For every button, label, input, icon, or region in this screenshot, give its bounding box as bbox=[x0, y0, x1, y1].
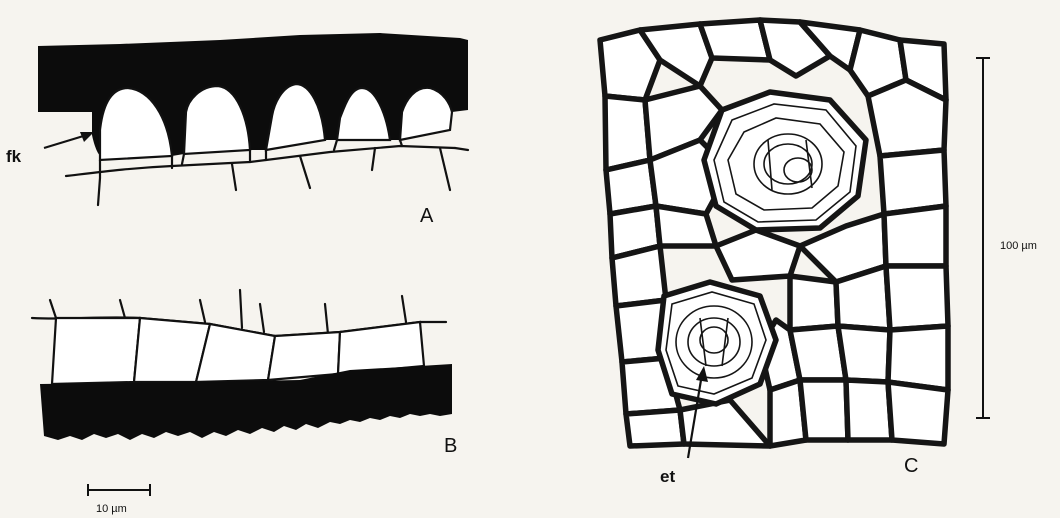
scale-bar-small-label: 10 µm bbox=[96, 503, 127, 515]
scale-bar-large-label: 100 µm bbox=[1000, 240, 1037, 252]
scale-bar-large: 100 µm bbox=[976, 58, 1037, 418]
panel-a-fk-callout: fk bbox=[6, 132, 94, 166]
panel-b-letter: B bbox=[444, 435, 457, 457]
et-label: et bbox=[660, 467, 675, 486]
panel-a-drawing bbox=[38, 33, 468, 205]
panel-a-letter: A bbox=[420, 205, 434, 227]
panel-b-cell-1 bbox=[52, 318, 140, 384]
panel-b-drawing bbox=[32, 290, 452, 440]
panel-c-lower-stoma bbox=[658, 282, 776, 404]
panel-c-cells bbox=[600, 20, 948, 446]
panel-c-letter: C bbox=[904, 455, 918, 477]
panel-c-drawing bbox=[600, 20, 948, 446]
panel-b-cell-4 bbox=[268, 332, 340, 380]
fk-label: fk bbox=[6, 147, 22, 166]
panel-b-cell-3 bbox=[196, 324, 275, 382]
panel-b-cell-5 bbox=[338, 322, 424, 374]
panel-c-upper-stoma bbox=[704, 92, 866, 230]
scale-bar-small: 10 µm bbox=[88, 484, 150, 515]
